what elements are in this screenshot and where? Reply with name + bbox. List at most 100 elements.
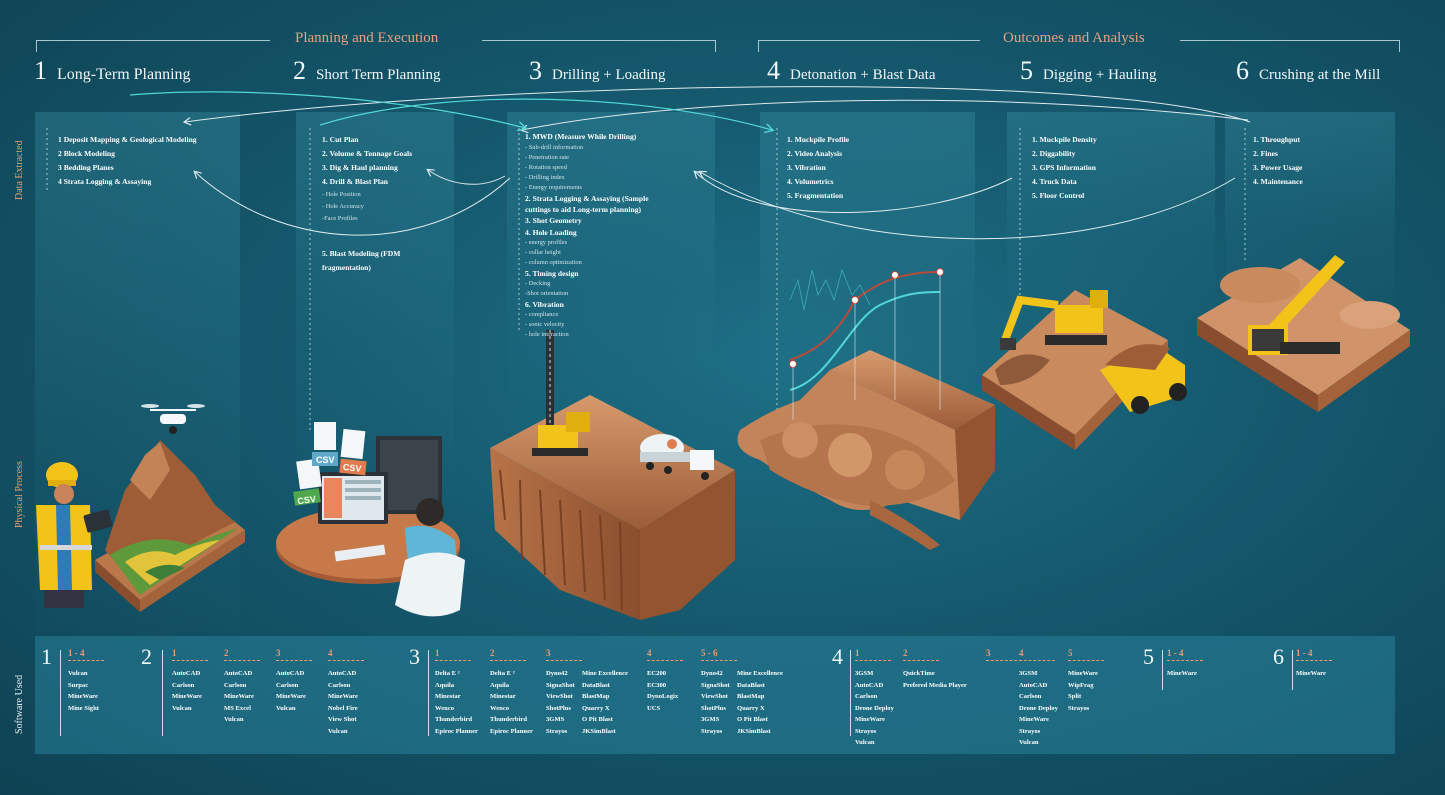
planning-desk-illustration [276,436,465,617]
software-item: 3GSM [855,670,874,677]
arc-3-to-2 [428,170,506,185]
software-group-list: Vulcan Surpac MineWare Mine Sight [68,668,99,714]
software-divider [1162,650,1163,690]
software-item: MineWare [68,693,98,700]
stage-6-heading: 6 Crushing at the Mill [1236,56,1380,86]
terrain-block-illustration [95,440,245,612]
data-item: 4. Truck Data [1032,177,1077,186]
software-item: Mine Excellence [737,670,783,677]
data-subitem: - energy profiles [525,239,568,246]
software-item: ViewShot [546,693,573,700]
data-item: 2. Volume & Tonnage Goals [322,149,413,158]
software-item: AutoCAD [172,670,201,677]
software-group-head: 2 [903,648,939,661]
software-group-list: Delta E ² Aquila Minestar Wenco Thunderb… [435,668,478,737]
software-group-list: AutoCAD Carlson MineWare Vulcan [276,668,306,714]
software-item: Minestar [435,693,461,700]
software-group-list: 3GSM AutoCAD Carlson Drone Deploy MineWa… [855,668,894,749]
software-item: MineWare [1167,670,1197,677]
software-item: Surpac [68,681,89,689]
software-group-head: 4 [328,648,364,661]
data-item: 2. Fines [1253,149,1278,158]
software-item: Drone Deploy [855,704,894,712]
software-item: View Shot [328,716,357,723]
data-subitem: - Penetration rate [525,154,570,161]
software-item: Vulcan [224,716,244,723]
software-stage-5-number: 5 [1143,644,1154,669]
software-divider [162,650,163,736]
data-item: 3 Bedding Planes [58,163,114,172]
stage-1-heading: 1 Long-Term Planning [34,56,191,86]
data-subitem: -Shot orientation [525,290,569,297]
stage-2-number: 2 [293,56,306,85]
software-item: Vulcan [68,670,88,677]
software-divider [850,650,851,736]
blast-rock-illustration [737,350,995,550]
software-item: Quarry X [582,704,610,712]
data-item: 4 Strata Logging & Assaying [58,177,152,186]
data-subitem: -Face Profiles [322,215,358,222]
software-group-list: 3GSM AutoCAD Carlson Drone Deploy MineWa… [1019,668,1058,749]
software-item: Drone Deploy [1019,704,1058,712]
csv-files-illustration [293,422,367,506]
data-subitem: - sonic velocity [525,321,565,328]
software-item: AutoCAD [276,670,305,677]
software-group-head: 1 - 4 [1167,648,1203,661]
data-subitem: - Hole Position [322,191,361,198]
software-item: EC300 [647,681,667,689]
data-subitem: - hole interaction [525,331,569,338]
software-item: Vulcan [328,727,348,735]
software-item: Strayos [1068,704,1090,712]
software-item: Vulcan [276,704,296,712]
software-item: BlastMap [737,693,765,700]
stage-6-number: 6 [1236,56,1249,85]
arc-6-to-1 [185,86,1251,122]
arc-3-to-1 [195,172,511,236]
stage-3-heading: 3 Drilling + Loading [529,56,665,86]
software-stage-1-number: 1 [41,644,52,669]
data-item: 2. Video Analysis [787,149,843,158]
data-subitem: - Energy requirements [525,184,583,191]
section-title-planning: Planning and Execution [295,30,439,46]
software-item: Thunderbird [435,716,473,723]
data-item: 5. Floor Control [1032,191,1085,200]
software-item: Carlson [172,681,195,689]
stage-3-name: Drilling + Loading [552,67,666,83]
software-item: 3GSM [1019,670,1038,677]
software-item: Carlson [855,693,878,700]
software-group-list: AutoCAD Carlson MineWare Vulcan [172,668,202,714]
data-item: 4. Maintenance [1253,177,1303,186]
software-item: O Pit Blast [582,716,613,723]
software-item: UCS [647,704,661,712]
software-item: AutoCAD [1019,681,1048,689]
software-item: Mine Sight [68,704,99,712]
software-item: MineWare [1068,670,1098,677]
software-item: 3GMS [701,716,720,723]
software-item: Epiroc Planner [435,727,478,735]
data-item: cuttings to aid Long-term planning) [525,205,642,214]
software-item: Aquila [490,681,510,689]
software-item: WipFrag [1068,681,1094,689]
software-item: MineWare [276,693,306,700]
software-divider [60,650,61,736]
software-item: Carlson [328,681,351,689]
arc-6-to-4 [700,172,1236,240]
software-item: DataBlast [737,681,765,689]
software-item: Minestar [490,693,516,700]
data-item: 2. Strata Logging & Assaying (Sample [525,194,649,203]
data-item: 6. Vibration [525,300,564,309]
stage-6-name: Crushing at the Mill [1259,67,1381,83]
software-group-list: AutoCAD Carlson MineWare Nobel Fire View… [328,668,358,737]
software-item: MS Excel [224,704,251,712]
software-item: Strayos [546,727,568,735]
software-item: Vulcan [855,739,875,746]
data-item: 3. Shot Geometry [525,216,582,225]
software-item: MineWare [172,693,202,700]
software-item: Strayos [701,727,723,735]
software-group-list: Mine Excellence DataBlast BlastMap Quarr… [737,668,783,737]
data-subitem: - Hole Accuracy [322,203,364,210]
software-item: Wenco [490,704,510,712]
column-stage-3 [507,112,715,412]
data-item: 4. Hole Loading [525,228,577,237]
software-item: Vulcan [1019,739,1039,746]
